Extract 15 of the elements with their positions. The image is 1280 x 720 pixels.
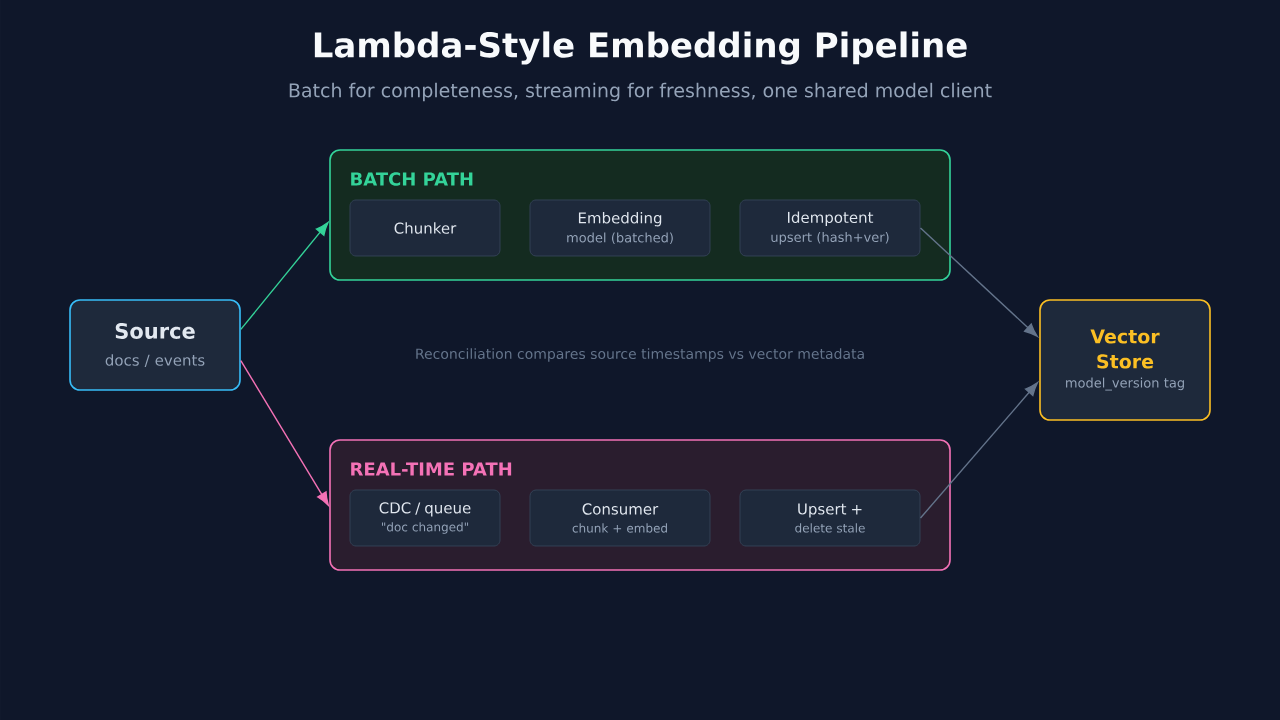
step-box: Upsert + delete stale bbox=[739, 489, 921, 547]
arrow bbox=[240, 221, 329, 331]
note: Reconciliation compares source timestamps vs vector metadata bbox=[416, 348, 864, 362]
arrow bbox=[919, 227, 1038, 337]
step-box: Embedding model (batched) bbox=[529, 199, 711, 257]
step-box: CDC / queue "doc changed" bbox=[349, 489, 501, 547]
arrow bbox=[919, 382, 1038, 519]
arrow bbox=[240, 359, 329, 506]
step-box: Idempotent upsert (hash+ver) bbox=[739, 199, 921, 257]
title: Lambda-Style Embedding Pipeline bbox=[314, 31, 967, 65]
process-box: Source docs / events bbox=[69, 299, 241, 391]
step-box: Consumer chunk + embed bbox=[529, 489, 711, 547]
step-box: Chunker bbox=[349, 199, 501, 257]
process-box: Vector Store model_version tag bbox=[1039, 299, 1211, 421]
subtitle: Batch for completeness, streaming for freshness, one shared model client bbox=[289, 82, 992, 102]
